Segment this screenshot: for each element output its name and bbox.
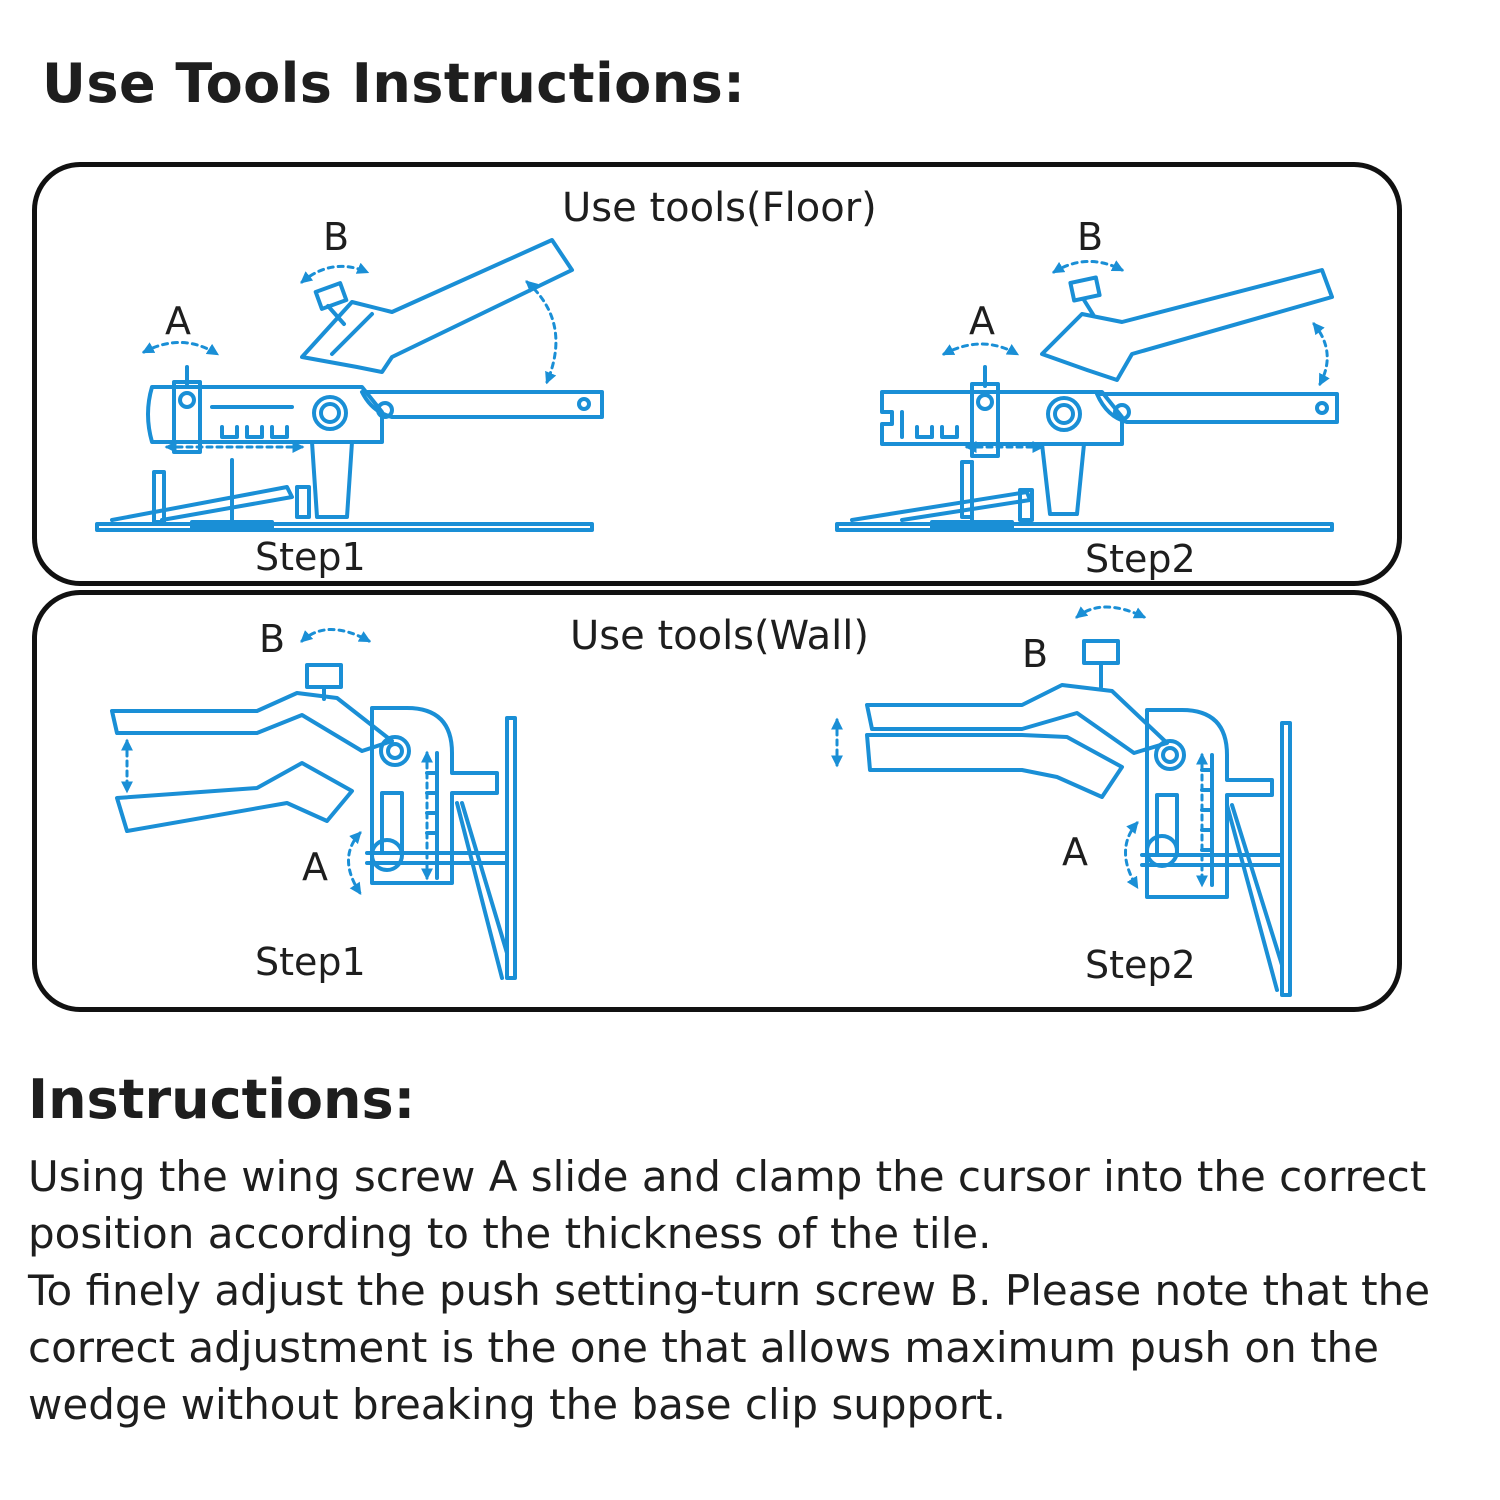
- page-title: Use Tools Instructions:: [42, 52, 746, 115]
- floor-panel-title: Use tools(Floor): [562, 185, 877, 231]
- instructions-body: Using the wing screw A slide and clamp t…: [28, 1148, 1488, 1433]
- wall-step1-label: Step1: [255, 940, 366, 984]
- instructions-heading: Instructions:: [28, 1068, 416, 1131]
- wall-panel-title: Use tools(Wall): [570, 613, 869, 659]
- floor-step1-screw-b-label: B: [323, 215, 350, 259]
- wall-step2-tool-diagram: [831, 605, 1292, 997]
- wall-step1-screw-a-label: A: [302, 845, 328, 889]
- wall-step2-screw-b-label: B: [1022, 632, 1049, 676]
- wall-step2-screw-a-label: A: [1062, 830, 1088, 874]
- floor-panel: Use tools(Floor) B A: [32, 162, 1402, 586]
- wall-step1-tool-diagram: [110, 628, 517, 980]
- wall-step1-screw-b-label: B: [259, 617, 286, 661]
- wall-step2-label: Step2: [1085, 943, 1196, 987]
- floor-step1-label: Step1: [255, 535, 366, 579]
- floor-step2-label: Step2: [1085, 537, 1196, 581]
- wall-panel: Use tools(Wall) B A Step1 B A: [32, 590, 1402, 1012]
- instructions-paragraph: Using the wing screw A slide and clamp t…: [28, 1152, 1427, 1258]
- floor-step1-tool-diagram: [95, 238, 604, 532]
- floor-step1-screw-a-label: A: [165, 299, 191, 343]
- instructions-paragraph: To finely adjust the push setting-turn s…: [28, 1266, 1431, 1429]
- floor-step2-screw-a-label: A: [969, 299, 995, 343]
- floor-step2-tool-diagram: [835, 260, 1339, 532]
- floor-step2-screw-b-label: B: [1077, 215, 1104, 259]
